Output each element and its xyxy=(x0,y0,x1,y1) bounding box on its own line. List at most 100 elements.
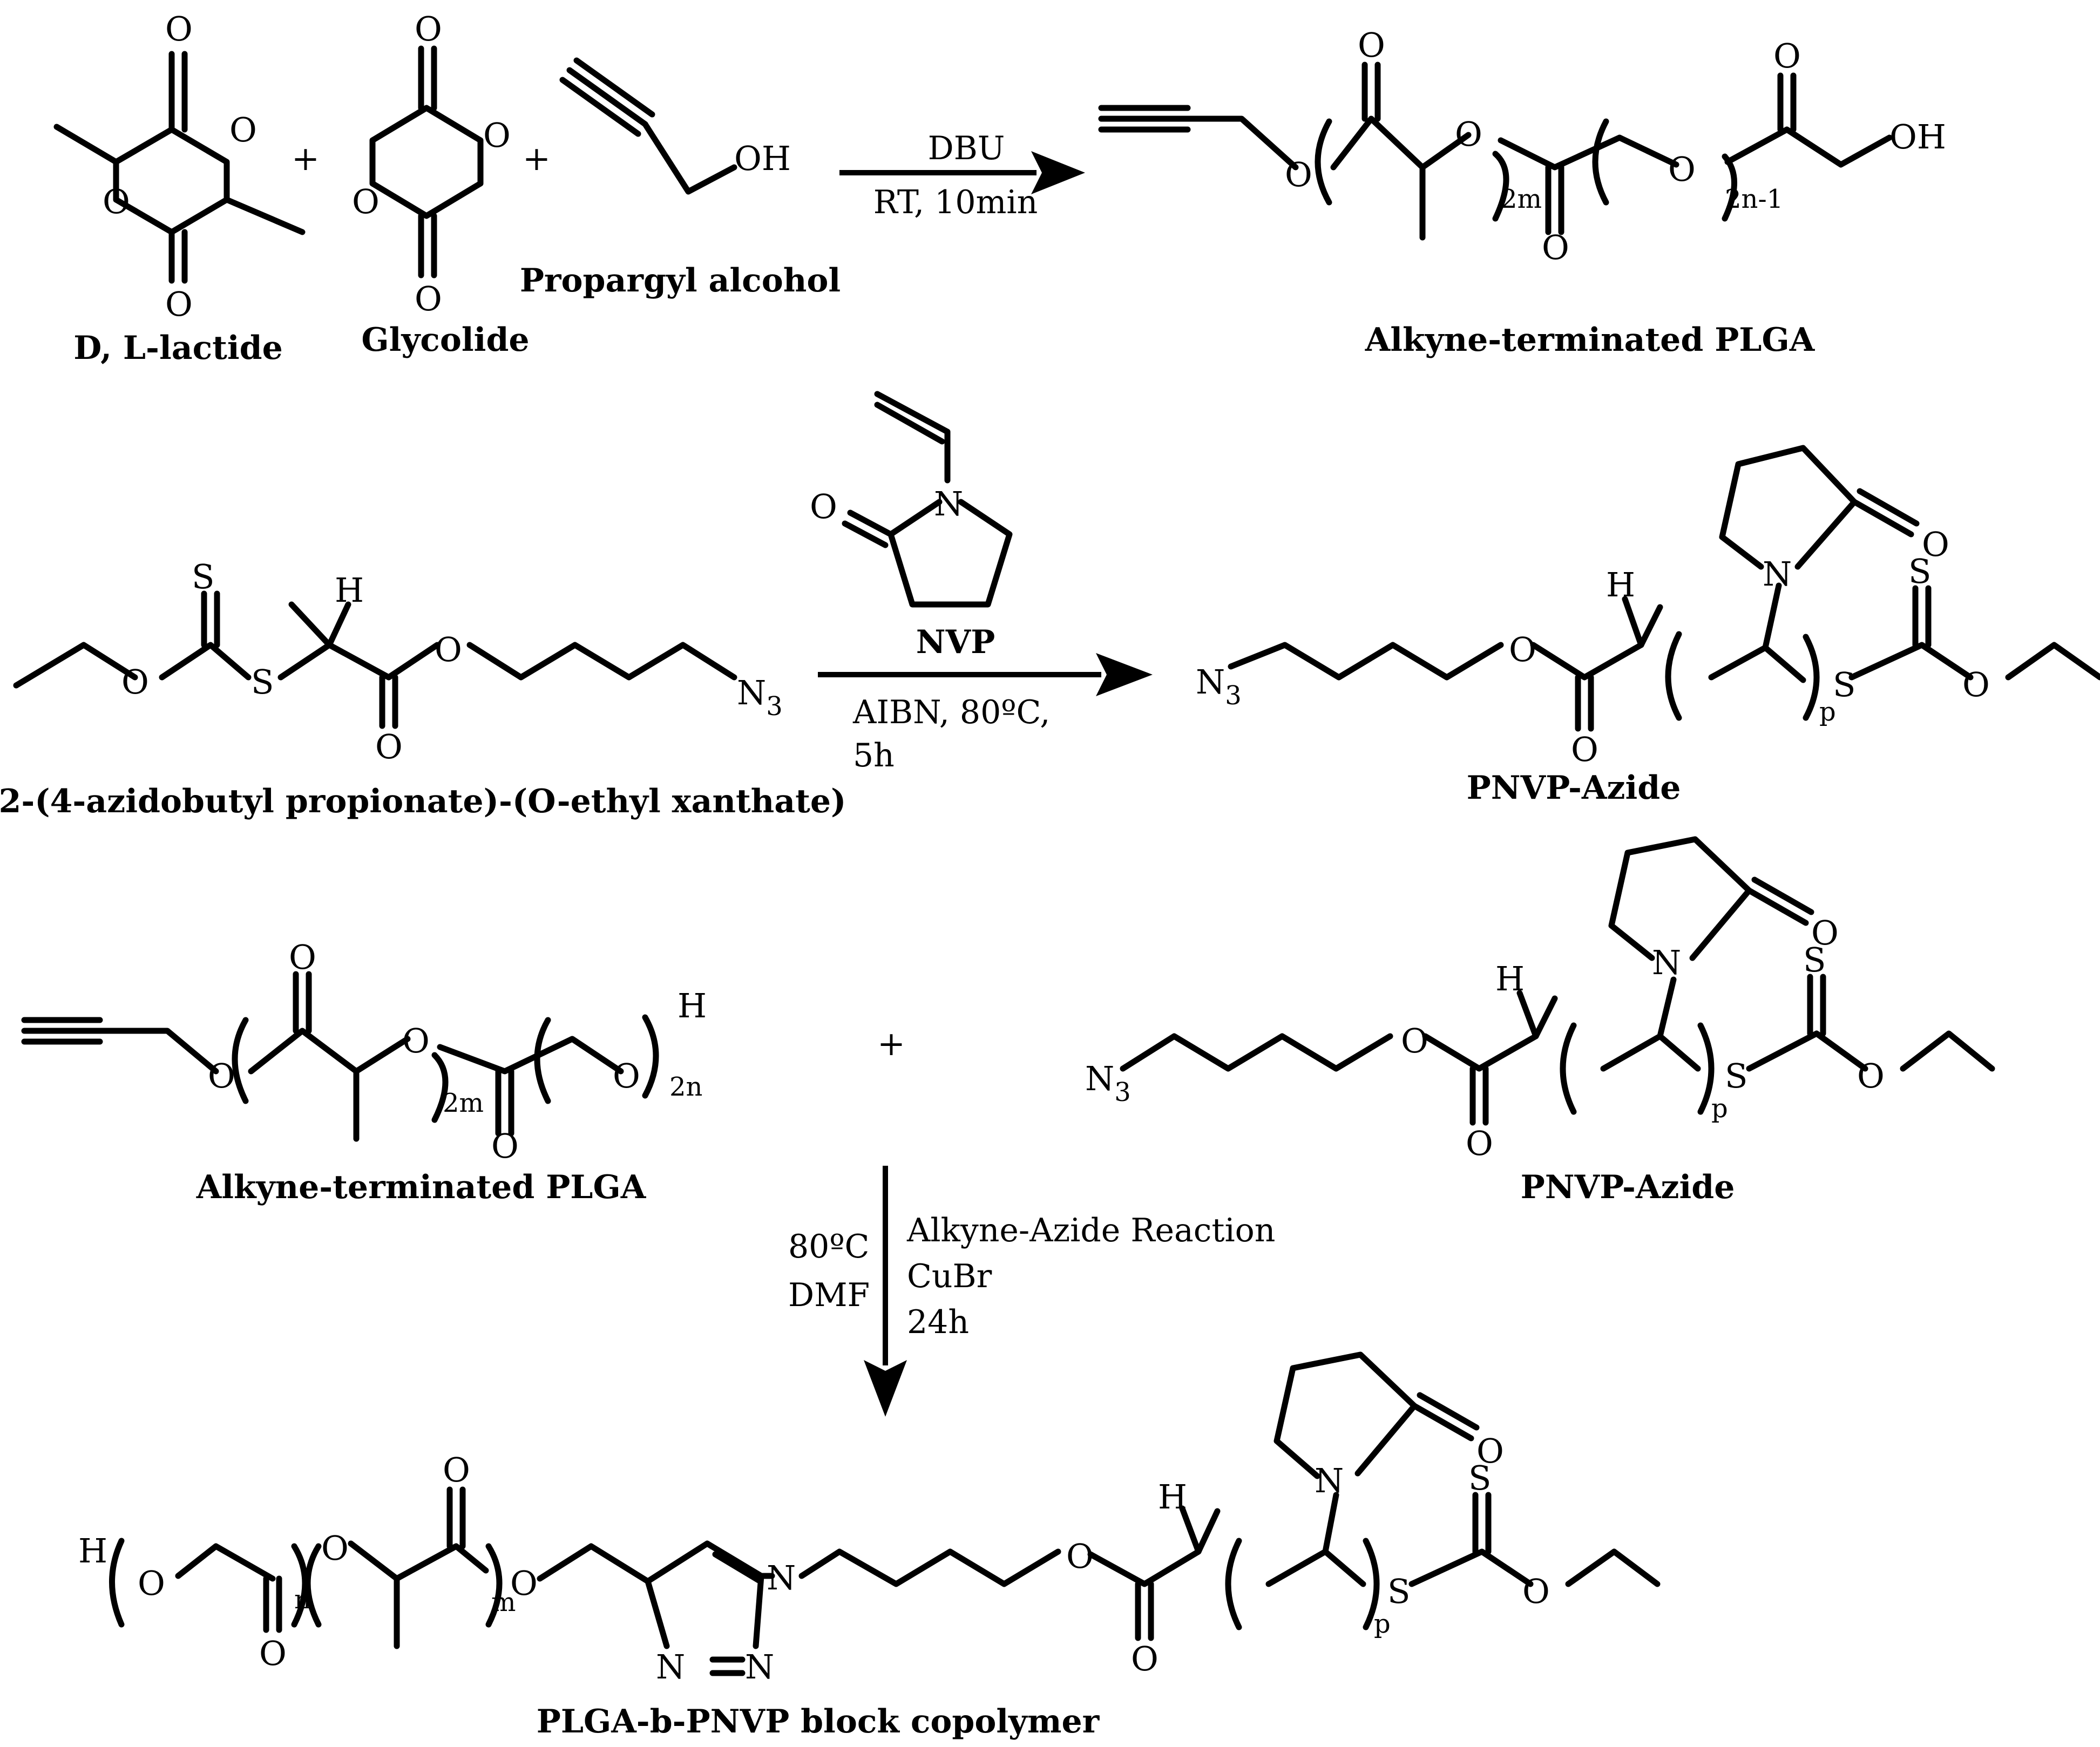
conditions-time: 5h xyxy=(853,737,895,774)
repeat-n: n xyxy=(294,1585,311,1615)
alkyne-plga-reactant-structure: O O O O O H 2m 2n xyxy=(21,937,707,1166)
atom-s: S xyxy=(1908,552,1931,591)
atom-o: O xyxy=(1401,1021,1428,1061)
atom-o: O xyxy=(443,1450,470,1490)
atom-o: O xyxy=(375,727,403,766)
alkyne-terminated-plga-structure: O O O O O O OH 2m 2n-1 xyxy=(1098,25,1946,267)
atom-o: O xyxy=(1811,913,1839,953)
atom-s: S xyxy=(1725,1056,1747,1096)
pnvp-azide-structure: N3 O O H N O S S O p xyxy=(1196,445,2100,769)
propargyl-alcohol-structure: OH xyxy=(559,57,791,195)
atom-o: O xyxy=(1962,665,1990,704)
reaction-arrow-3: 80ºC DMF Alkyne-Azide Reaction CuBr 24h xyxy=(788,1166,1275,1417)
atom-o: O xyxy=(415,9,442,49)
atom-o: O xyxy=(1773,36,1801,76)
atom-o: O xyxy=(1542,228,1569,267)
atom-o: O xyxy=(229,110,257,149)
atom-o: O xyxy=(259,1634,287,1673)
atom-n3: N3 xyxy=(1085,1059,1131,1107)
conditions-aibn: AIBN, 80ºC, xyxy=(852,694,1050,731)
atom-s: S xyxy=(1833,665,1855,704)
atom-o: O xyxy=(165,9,193,49)
label-nvp: NVP xyxy=(916,623,995,661)
atom-o: O xyxy=(121,662,149,702)
atom-s: S xyxy=(251,662,274,702)
atom-oh: OH xyxy=(734,139,791,178)
atom-o: O xyxy=(1131,1639,1159,1678)
atom-o: O xyxy=(208,1056,235,1096)
atom-o: O xyxy=(402,1021,430,1061)
atom-o: O xyxy=(483,115,511,155)
atom-h: H xyxy=(335,570,364,610)
atom-s: S xyxy=(1387,1572,1410,1611)
atom-o: O xyxy=(1466,1124,1493,1163)
repeat-p: p xyxy=(1711,1093,1728,1124)
atom-n: N xyxy=(767,1558,796,1598)
atom-h: H xyxy=(678,986,707,1025)
nvp-structure: N O NVP xyxy=(810,391,1013,661)
label-propargyl-alcohol: Propargyl alcohol xyxy=(520,262,841,300)
atom-s: S xyxy=(1468,1458,1491,1498)
label-plga-b-pnvp: PLGA-b-PNVP block copolymer xyxy=(537,1703,1100,1741)
repeat-p: p xyxy=(1374,1609,1391,1639)
atom-o: O xyxy=(1857,1056,1885,1096)
atom-s: S xyxy=(192,557,214,596)
atom-o: O xyxy=(1571,730,1598,769)
conditions-temperature: 80ºC xyxy=(788,1228,869,1266)
atom-o: O xyxy=(1476,1431,1504,1471)
atom-o: O xyxy=(435,630,462,669)
label-alkyne-terminated-plga-2: Alkyne-terminated PLGA xyxy=(196,1168,647,1206)
label-pnvp-azide: PNVP-Azide xyxy=(1467,769,1681,807)
atom-o: O xyxy=(321,1528,349,1568)
atom-n3-subscript: 3 xyxy=(766,691,783,722)
conditions-catalyst: CuBr xyxy=(907,1257,992,1295)
pnvp-azide-reactant-structure: N3 O O H N O S S O p xyxy=(1085,836,1995,1163)
atom-h: H xyxy=(1158,1477,1187,1517)
reaction-arrow-2: AIBN, 80ºC, 5h xyxy=(818,653,1153,774)
atom-o: O xyxy=(289,937,316,977)
conditions-reaction-type: Alkyne-Azide Reaction xyxy=(906,1212,1275,1249)
repeat-2n-1: 2n-1 xyxy=(1725,184,1783,214)
atom-o: O xyxy=(1358,25,1385,65)
atom-o: O xyxy=(1522,1572,1550,1611)
atom-h: H xyxy=(1495,959,1525,998)
atom-o: O xyxy=(1285,155,1312,194)
atom-n3: N3 xyxy=(1196,662,1242,711)
atom-n: N xyxy=(934,484,963,524)
repeat-2m: 2m xyxy=(443,1088,484,1118)
atom-n3-subscript: 3 xyxy=(1225,681,1242,711)
atom-o: O xyxy=(1922,525,1949,564)
atom-o: O xyxy=(1509,630,1536,669)
atom-o: O xyxy=(810,487,837,526)
label-glycolide: Glycolide xyxy=(361,321,529,359)
atom-n3: N3 xyxy=(737,673,783,722)
atom-o: O xyxy=(352,182,380,221)
atom-o: O xyxy=(165,284,193,324)
lactide-structure: O O O O xyxy=(53,9,306,324)
glycolide-structure: O O O O xyxy=(352,9,511,318)
repeat-2n: 2n xyxy=(669,1072,702,1102)
plus-sign: + xyxy=(877,1024,905,1063)
repeat-m: m xyxy=(491,1587,516,1617)
atom-n: N xyxy=(1763,554,1792,594)
atom-o: O xyxy=(1668,149,1696,189)
atom-n3-base: N xyxy=(737,673,766,712)
repeat-p: p xyxy=(1819,697,1836,727)
atom-o: O xyxy=(138,1564,165,1603)
atom-n3-base: N xyxy=(1196,662,1225,702)
conditions-rt: RT, 10min xyxy=(873,183,1038,221)
atom-o: O xyxy=(103,182,130,221)
reagent-dbu: DBU xyxy=(928,130,1005,167)
plus-sign: + xyxy=(292,139,320,178)
atom-o: O xyxy=(491,1126,519,1166)
atom-n: N xyxy=(1315,1461,1344,1500)
label-pnvp-azide-2: PNVP-Azide xyxy=(1521,1168,1735,1206)
raft-agent-structure: S H O S O O N3 xyxy=(13,557,783,766)
conditions-solvent: DMF xyxy=(788,1276,870,1314)
atom-oh: OH xyxy=(1889,117,1946,157)
atom-o: O xyxy=(510,1564,538,1603)
label-raft-agent: (S)-2-(4-azidobutyl propionate)-(O-ethyl… xyxy=(0,783,846,820)
reaction-arrow-1: DBU RT, 10min xyxy=(839,130,1085,221)
atom-o: O xyxy=(415,279,442,318)
